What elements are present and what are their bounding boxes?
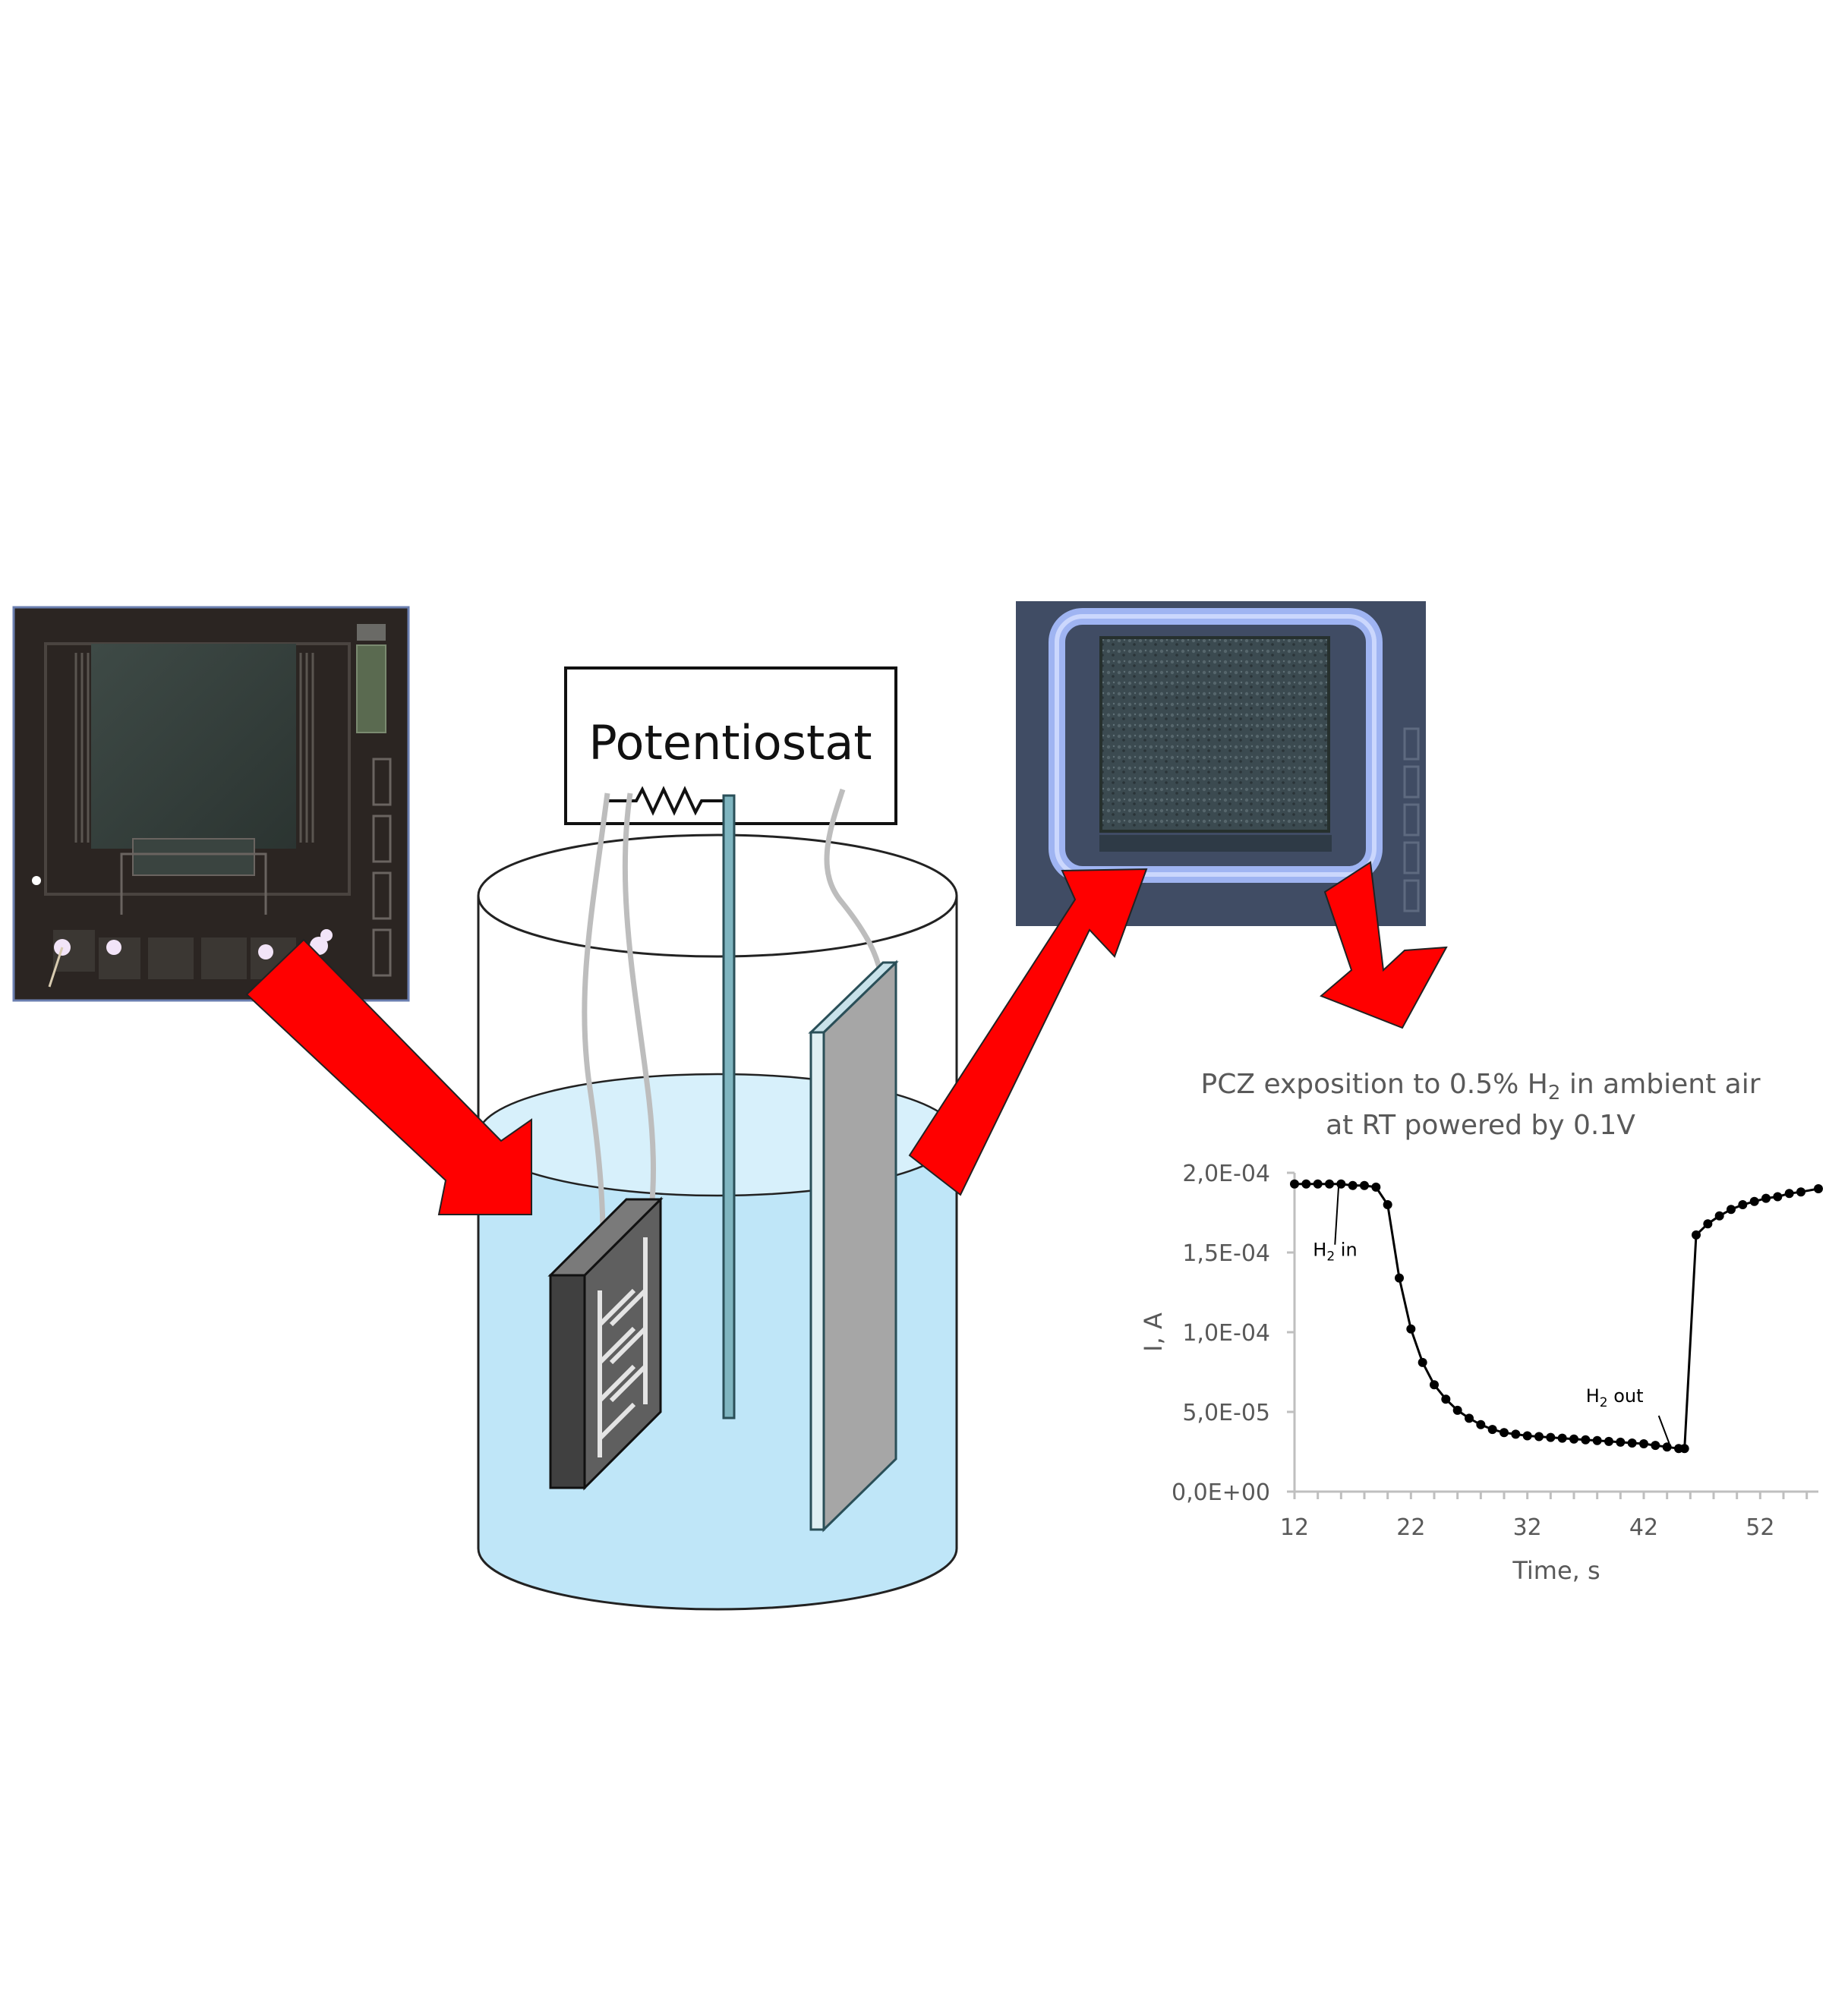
chip-comb-pads (74, 653, 314, 843)
data-point (1662, 1442, 1672, 1452)
y-axis-label: I, A (1139, 1312, 1168, 1352)
data-point (1749, 1196, 1759, 1206)
data-point (1534, 1432, 1544, 1442)
x-tick-label: 32 (1513, 1514, 1542, 1541)
chart-title-line-1-post: in ambient air (1560, 1069, 1760, 1100)
working-electrode (547, 1196, 664, 1491)
data-point (1441, 1394, 1451, 1404)
chart-title-line-1: PCZ exposition to 0.5% H2 in ambient air (1201, 1069, 1761, 1104)
chart-axes (1287, 1171, 1818, 1499)
data-point (1604, 1436, 1613, 1446)
coated-chip-edge-pads (1403, 727, 1420, 912)
resistor-symbol (607, 786, 729, 816)
x-tick-label: 52 (1746, 1514, 1774, 1541)
data-point (1592, 1435, 1602, 1445)
data-point (1651, 1441, 1660, 1451)
data-point (1773, 1192, 1783, 1202)
annotation-sub: 2 (1600, 1395, 1608, 1410)
data-point (1627, 1438, 1637, 1448)
series-points (1290, 1179, 1823, 1454)
x-tick-label: 42 (1629, 1514, 1658, 1541)
data-point (1679, 1444, 1689, 1454)
data-point (1703, 1219, 1713, 1229)
y-tick-label: 5,0E-05 (1182, 1400, 1270, 1426)
x-tick-label: 12 (1280, 1514, 1309, 1541)
data-point (1383, 1200, 1392, 1209)
potentiostat-label: Potentiostat (588, 715, 872, 770)
data-point (1557, 1433, 1567, 1443)
process-arrows (245, 861, 1448, 1215)
annotation-leader (1657, 1415, 1670, 1445)
y-tick-label: 1,0E-04 (1182, 1320, 1270, 1347)
annotation-pre: H (1313, 1240, 1326, 1261)
annotation-pre: H (1586, 1385, 1600, 1407)
chip-side-contacts (372, 758, 392, 977)
x-tick-label: 22 (1396, 1514, 1425, 1541)
y-tick-label: 0,0E+00 (1172, 1479, 1270, 1506)
data-point (1418, 1357, 1427, 1367)
data-point (1360, 1180, 1369, 1190)
beaker-rim (477, 833, 958, 958)
annotation-sub: 2 (1326, 1249, 1335, 1265)
annotation-label: H2 in (1313, 1240, 1357, 1265)
data-point (1796, 1187, 1805, 1197)
data-point (1761, 1193, 1771, 1203)
data-point (1639, 1439, 1648, 1448)
arrow-coated-chip-to-chart (1320, 861, 1448, 1029)
reference-electrode-rod (722, 794, 736, 1420)
data-point (1290, 1179, 1299, 1189)
data-point (1313, 1179, 1323, 1189)
annotation-label: H2 out (1586, 1385, 1644, 1410)
bare-chip-photo (12, 606, 410, 1002)
data-point (1738, 1200, 1748, 1209)
data-point (1569, 1434, 1578, 1444)
data-point (1581, 1435, 1591, 1445)
chip-sensing-area (91, 644, 296, 849)
beaker-wall (477, 896, 958, 1611)
series-line (1295, 1183, 1819, 1450)
data-point (1395, 1273, 1404, 1283)
data-point (1692, 1230, 1701, 1240)
data-point (1406, 1324, 1416, 1334)
data-point (1522, 1431, 1532, 1441)
data-point (1465, 1413, 1474, 1423)
data-point (1430, 1380, 1439, 1390)
data-point (1452, 1405, 1462, 1415)
data-point (1727, 1205, 1736, 1215)
arrow-cell-to-coated-chip (908, 868, 1148, 1196)
arrow-chip-to-cell (245, 938, 532, 1215)
annotation-post: in (1335, 1240, 1358, 1261)
porous-sensing-layer (1101, 638, 1329, 831)
data-point (1814, 1184, 1823, 1193)
data-point (1371, 1182, 1381, 1192)
chart-title-line-1-sub: 2 (1548, 1082, 1561, 1104)
data-point (1616, 1437, 1626, 1447)
chart-title-line-2: at RT powered by 0.1V (1326, 1110, 1635, 1141)
counter-electrode (808, 959, 899, 1533)
data-point (1487, 1425, 1497, 1435)
data-point (1784, 1189, 1794, 1199)
data-point (1301, 1179, 1311, 1189)
x-axis-label: Time, s (1512, 1556, 1600, 1585)
data-point (1511, 1429, 1521, 1439)
data-point (1546, 1432, 1556, 1442)
chip-bond-pads (48, 929, 333, 988)
chart-title-line-1-pre: PCZ exposition to 0.5% H (1201, 1069, 1548, 1100)
annotation-post: out (1608, 1385, 1644, 1407)
data-point (1500, 1428, 1509, 1438)
data-point (1476, 1420, 1486, 1429)
data-point (1325, 1179, 1334, 1189)
interdigitated-electrodes (598, 1237, 648, 1457)
data-point (1714, 1211, 1724, 1221)
current-vs-time-chart: PCZ exposition to 0.5% H2 in ambient air… (1139, 1069, 1823, 1585)
y-tick-label: 1,5E-04 (1182, 1240, 1270, 1267)
annotation-leader (1334, 1183, 1340, 1245)
y-tick-label: 2,0E-04 (1182, 1161, 1270, 1187)
data-point (1348, 1180, 1358, 1190)
